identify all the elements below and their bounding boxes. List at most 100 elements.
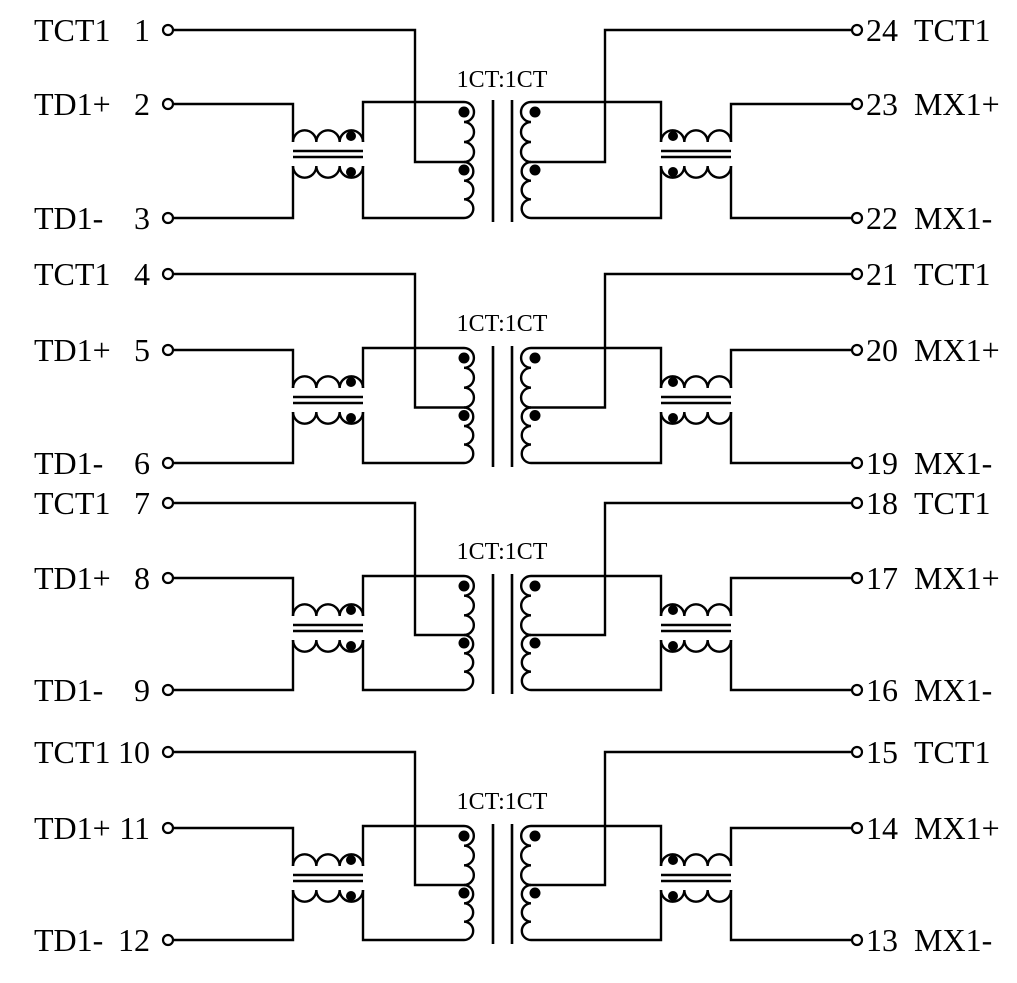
polarity-dot: [529, 580, 541, 592]
pin-terminal: [850, 211, 864, 225]
wire: [531, 100, 663, 142]
polarity-dot: [529, 106, 541, 118]
center-tap-wire: [168, 750, 464, 887]
choke-coil-upper: [659, 375, 733, 389]
pin-number: 12: [118, 922, 150, 958]
td-minus-wire: [168, 890, 295, 942]
wire: [361, 890, 464, 942]
pin-number: 5: [134, 332, 150, 368]
primary-winding: [463, 574, 476, 637]
pin-terminal: [161, 496, 175, 510]
secondary-winding: [520, 160, 532, 220]
pin-terminal: [850, 343, 864, 357]
pin-label: TD1+: [34, 810, 111, 846]
primary-winding: [463, 346, 476, 409]
polarity-dot: [346, 891, 356, 901]
pin-terminal: [850, 683, 864, 697]
polarity-dot: [458, 637, 470, 649]
polarity-dot: [668, 413, 678, 423]
wire: [531, 824, 663, 866]
center-tap-wire: [531, 501, 857, 637]
turns-ratio-label: 1CT:1CT: [457, 67, 548, 93]
pin-label: TD1-: [34, 445, 103, 481]
pin-terminal: [850, 571, 864, 585]
pin-label: TCT1: [914, 256, 990, 292]
choke-coil-upper: [659, 853, 733, 867]
primary-winding: [463, 633, 475, 692]
center-tap-wire: [531, 28, 857, 164]
pin-label: MX1+: [914, 810, 1000, 846]
choke-coil-upper: [291, 375, 365, 389]
pin-number: 2: [134, 86, 150, 122]
pin-label: TCT1: [914, 485, 990, 521]
polarity-dot: [668, 855, 678, 865]
center-tap-wire: [168, 501, 464, 637]
pin-terminal: [161, 267, 175, 281]
pin-number: 16: [866, 672, 898, 708]
polarity-dot: [668, 377, 678, 387]
choke-coil-upper: [291, 853, 365, 867]
wire: [531, 640, 663, 692]
td-plus-wire: [168, 576, 295, 616]
wire: [531, 166, 663, 220]
center-tap-wire: [531, 272, 857, 409]
pin-number: 20: [866, 332, 898, 368]
pin-label: MX1+: [914, 560, 1000, 596]
td-plus-wire: [168, 826, 295, 866]
polarity-dot: [668, 605, 678, 615]
polarity-dot: [346, 855, 356, 865]
td-plus-wire: [168, 102, 295, 142]
polarity-dot: [529, 164, 541, 176]
polarity-dot: [346, 605, 356, 615]
mx-minus-wire: [729, 640, 857, 692]
turns-ratio-label: 1CT:1CT: [457, 789, 548, 815]
polarity-dot: [458, 352, 470, 364]
choke-coil-lower: [659, 411, 733, 425]
center-tap-wire: [531, 750, 857, 887]
pin-terminal: [850, 496, 864, 510]
pin-number: 4: [134, 256, 150, 292]
mx-minus-wire: [729, 412, 857, 465]
pin-number: 7: [134, 485, 150, 521]
pin-number: 21: [866, 256, 898, 292]
secondary-winding: [519, 100, 532, 164]
secondary-winding: [520, 406, 532, 465]
wire: [531, 412, 663, 465]
turns-ratio-label: 1CT:1CT: [457, 539, 548, 565]
polarity-dot: [458, 887, 470, 899]
pin-terminal: [850, 745, 864, 759]
pin-number: 23: [866, 86, 898, 122]
polarity-dot: [346, 377, 356, 387]
pin-terminal: [850, 23, 864, 37]
wire: [361, 824, 464, 866]
pin-number: 15: [866, 734, 898, 770]
wire: [531, 574, 663, 616]
pin-number: 17: [866, 560, 898, 596]
choke-coil-lower: [659, 639, 733, 653]
polarity-dot: [458, 164, 470, 176]
pin-terminal: [161, 211, 175, 225]
pin-terminal: [161, 821, 175, 835]
pin-number: 6: [134, 445, 150, 481]
polarity-dot: [346, 413, 356, 423]
secondary-winding: [519, 824, 532, 887]
primary-winding: [463, 100, 476, 164]
pin-number: 11: [119, 810, 150, 846]
pin-terminal: [161, 683, 175, 697]
pin-number: 14: [866, 810, 898, 846]
td-minus-wire: [168, 166, 295, 220]
polarity-dot: [529, 830, 541, 842]
wire: [361, 100, 464, 142]
secondary-winding: [520, 883, 532, 942]
choke-coil-upper: [291, 129, 365, 143]
polarity-dot: [668, 641, 678, 651]
pin-terminal: [161, 745, 175, 759]
polarity-dot: [529, 887, 541, 899]
pin-label: MX1-: [914, 445, 992, 481]
wire: [361, 640, 464, 692]
pin-number: 22: [866, 200, 898, 236]
pin-label: MX1+: [914, 332, 1000, 368]
choke-coil-lower: [291, 889, 365, 903]
choke-coil-lower: [291, 639, 365, 653]
